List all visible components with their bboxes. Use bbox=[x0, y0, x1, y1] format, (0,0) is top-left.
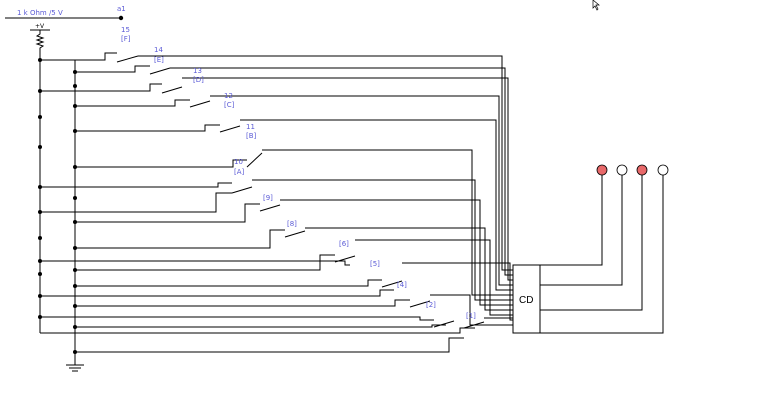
led-indicator-3[interactable] bbox=[636, 164, 648, 176]
switch-14-num: 14 bbox=[154, 46, 163, 54]
chip-input-wires bbox=[138, 55, 513, 326]
cd-chip[interactable]: CD bbox=[512, 264, 541, 334]
led-indicator-4[interactable] bbox=[657, 164, 669, 176]
switch-1-tag: [1] bbox=[466, 312, 476, 320]
switch-13-tag: [D] bbox=[193, 76, 204, 84]
switch-10-num: 10 bbox=[234, 158, 243, 166]
chip-label: CD bbox=[519, 295, 533, 306]
supply-label: 1 k Ohm /5 V bbox=[17, 9, 63, 17]
switch-13-num: 13 bbox=[193, 67, 202, 75]
switch-15-tag: [F] bbox=[121, 35, 131, 43]
vcc-bus-junctions bbox=[38, 58, 42, 319]
led-indicator-2[interactable] bbox=[616, 164, 628, 176]
vcc-label: +V bbox=[35, 23, 45, 30]
switch-6-tag: [6] bbox=[339, 240, 349, 248]
supply-section: 1 k Ohm /5 V a1 +V bbox=[5, 5, 126, 56]
switch-8-tag: [8] bbox=[287, 220, 297, 228]
mouse-cursor-icon bbox=[592, 0, 600, 11]
chip-output-wires bbox=[540, 170, 664, 334]
node-a1-dot[interactable] bbox=[118, 15, 124, 21]
switch-15-num: 15 bbox=[121, 26, 130, 34]
ground-icon bbox=[66, 352, 84, 372]
pullup-resistor-icon[interactable] bbox=[35, 30, 45, 56]
switch-blades[interactable] bbox=[116, 55, 485, 329]
switch-2-tag: [2] bbox=[426, 301, 436, 309]
node-a1-label: a1 bbox=[117, 5, 126, 13]
switch-12-tag: [C] bbox=[224, 101, 235, 109]
switch-9-tag: [9] bbox=[263, 194, 273, 202]
switch-10-tag: [A] bbox=[234, 168, 245, 176]
led-indicator-1[interactable] bbox=[596, 164, 608, 176]
switch-4-tag: [4] bbox=[397, 281, 407, 289]
switch-11-num: 11 bbox=[246, 123, 255, 131]
switch-12-num: 12 bbox=[224, 92, 233, 100]
switch-11-tag: [B] bbox=[246, 132, 257, 140]
switch-5-tag: [5] bbox=[370, 260, 380, 268]
switch-wiring bbox=[40, 52, 475, 353]
switch-14-tag: [E] bbox=[154, 56, 164, 64]
